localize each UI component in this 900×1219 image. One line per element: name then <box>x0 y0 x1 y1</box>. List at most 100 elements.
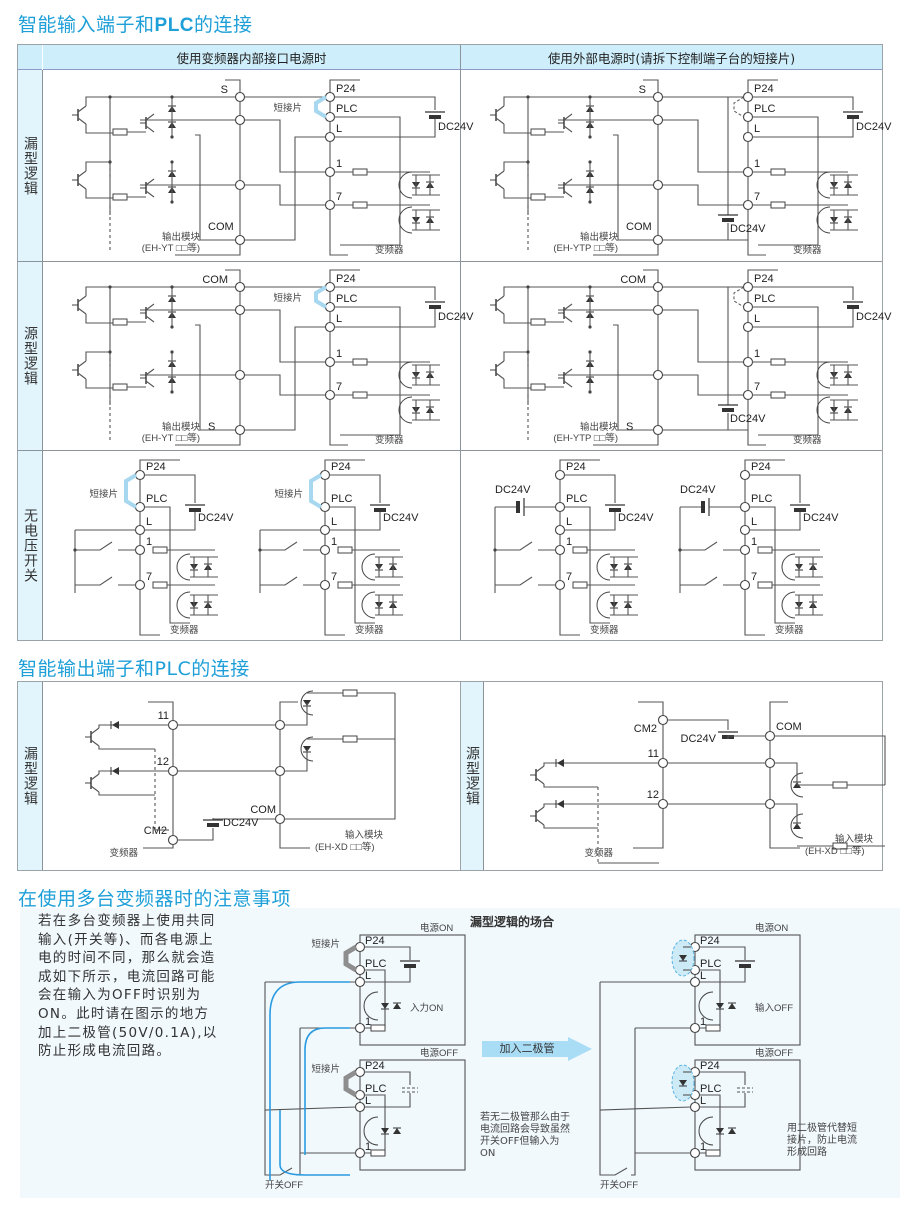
wire <box>752 119 854 138</box>
terminal <box>234 91 246 103</box>
terminal <box>554 544 566 556</box>
output-module-label: 输出模块 <box>162 421 201 433</box>
terminal <box>652 424 664 436</box>
row-label-novoltage: 无电压开关 <box>18 451 43 640</box>
wire <box>98 792 155 796</box>
optocoupler-icon <box>361 553 376 581</box>
wire <box>85 379 120 389</box>
terminal-11-label: 11 <box>158 710 169 722</box>
wire <box>558 309 748 363</box>
inverter-terminal-label: 7 <box>754 191 760 203</box>
dc24v-label: DC24V <box>438 121 474 133</box>
resistor <box>352 168 368 176</box>
dc24v-label: DC24V <box>198 512 234 524</box>
divider <box>18 450 882 451</box>
switch-label: 开关OFF <box>265 1179 303 1191</box>
wire <box>752 309 854 328</box>
wire <box>503 96 528 106</box>
diode-icon <box>112 767 119 775</box>
module-outline <box>175 79 241 256</box>
optocoupler-icon <box>698 991 714 1021</box>
module-top-terminal-label: COM <box>202 274 228 286</box>
wire <box>631 1153 636 1176</box>
junction <box>588 350 592 354</box>
wire <box>503 189 538 199</box>
notes-panel <box>20 908 900 1198</box>
terminal-label: 1 <box>365 1016 371 1028</box>
transistor-collector <box>90 773 100 781</box>
current-flow-path <box>269 981 350 1180</box>
transistor-emitter <box>563 380 573 388</box>
terminal <box>742 356 754 368</box>
transistor-collector <box>77 170 87 178</box>
inverter-terminal-label: L <box>751 516 757 528</box>
resistor <box>337 546 353 554</box>
terminal-label: 1 <box>700 1141 706 1153</box>
terminal-label: PLC <box>365 958 386 970</box>
inverter-terminal-label: PLC <box>331 493 352 505</box>
diode-icon <box>393 1003 401 1009</box>
wire <box>329 506 375 624</box>
terminal <box>657 798 669 810</box>
resistor <box>572 546 588 554</box>
jumper-icon <box>343 1069 358 1098</box>
module-bottom-terminal-label: S <box>208 421 215 433</box>
wire <box>140 374 330 396</box>
junction <box>108 285 112 289</box>
wire <box>85 161 110 171</box>
inverter-terminal-label: P24 <box>751 461 771 473</box>
inverter-box <box>694 934 801 1046</box>
resistor <box>832 781 848 789</box>
terminal <box>319 579 331 591</box>
wire <box>364 1093 411 1108</box>
inverter-terminal-label: 1 <box>336 348 342 360</box>
section-title-notes: 在使用多台变频器时的注意事项 <box>18 888 292 910</box>
arrow-shape <box>482 1037 592 1061</box>
diode-icon <box>679 1080 687 1086</box>
resistor <box>757 581 773 589</box>
wire <box>662 223 729 241</box>
junction <box>526 285 530 289</box>
junction <box>108 160 112 164</box>
inverter-terminal-label: PLC <box>751 493 772 505</box>
transistor-collector <box>495 105 505 113</box>
inverter-terminal-label: 7 <box>146 571 152 583</box>
terminal <box>167 719 179 731</box>
terminal <box>167 765 179 777</box>
terminal-12-label: 12 <box>157 756 169 768</box>
resistor <box>530 193 546 201</box>
terminal <box>742 281 754 293</box>
dc24v-label: DC24V <box>856 311 892 323</box>
terminal <box>354 941 366 953</box>
battery-icon <box>847 305 859 309</box>
resistor <box>342 735 358 743</box>
jumper-label: 短接片 <box>89 488 118 500</box>
module-outline <box>593 269 659 446</box>
terminal-label: P24 <box>365 935 385 947</box>
terminal-label: PLC <box>365 1083 386 1095</box>
inverter-label: 变频器 <box>590 624 619 636</box>
inverter-terminal-label: L <box>331 516 337 528</box>
transistor-emitter <box>145 315 155 323</box>
terminal <box>354 964 366 976</box>
junction <box>588 160 592 164</box>
terminal <box>739 579 751 591</box>
wire <box>329 474 381 503</box>
wire <box>334 96 436 110</box>
terminal <box>742 321 754 333</box>
inverter-terminal-label: L <box>566 516 572 528</box>
inverter-terminal-label: 7 <box>751 571 757 583</box>
switch-label: 开关OFF <box>600 1179 638 1191</box>
transistor-collector <box>495 295 505 303</box>
jumper-icon <box>314 285 328 309</box>
wire <box>503 379 538 389</box>
wire <box>85 351 110 361</box>
jumper-label: 短接片 <box>311 938 340 950</box>
battery-icon <box>189 508 201 512</box>
output-module-model: (EH-YT □□等) <box>142 242 200 254</box>
transistor-collector <box>145 303 155 311</box>
